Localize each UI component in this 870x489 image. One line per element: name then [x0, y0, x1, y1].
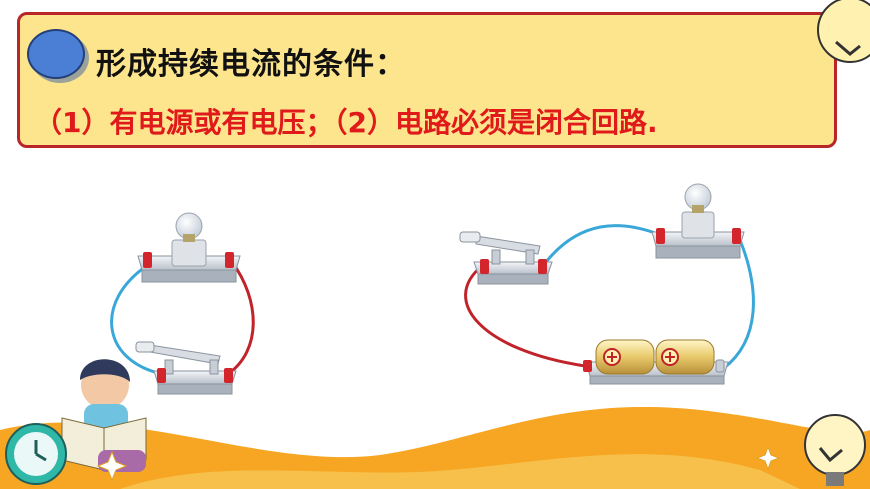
battery-icon — [583, 339, 729, 385]
title-bullet — [27, 29, 85, 79]
knife-switch-icon — [459, 231, 553, 285]
wire-blue-right — [723, 239, 755, 370]
child-reading-illustration — [61, 359, 147, 472]
wire-blue-left — [110, 263, 163, 376]
idea-bulb-icon — [817, 0, 870, 63]
heading: 形成持续电流的条件： — [96, 47, 406, 82]
wire-red-left — [227, 261, 255, 376]
ground-wave-light — [120, 454, 800, 489]
clock-icon — [5, 423, 67, 485]
wire-red-right — [464, 264, 586, 368]
title-box: 形成持续电流的条件： （1）有电源或有电压；（2）电路必须是闭合回路. — [17, 12, 837, 148]
idea-bulb-icon — [804, 414, 866, 486]
terminal-red — [143, 252, 234, 268]
light-bulb-icon — [137, 212, 241, 283]
knife-switch-icon — [135, 341, 237, 395]
condition-text: （1）有电源或有电压；（2）电路必须是闭合回路. — [34, 106, 658, 139]
light-bulb-icon — [651, 183, 745, 259]
sparkle-icon — [96, 445, 781, 482]
wire-blue-top — [544, 224, 659, 263]
